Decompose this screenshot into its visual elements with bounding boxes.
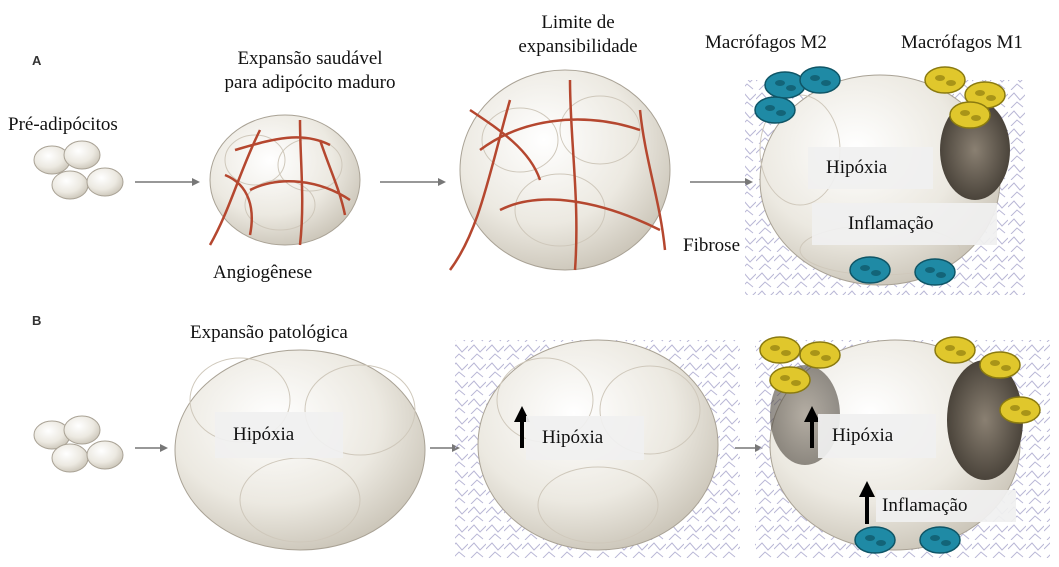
label-fibrosis: Fibrose [683, 235, 740, 257]
label-pathological-expansion: Expansão patológica [190, 322, 348, 344]
arrow-a1 [135, 178, 200, 186]
arrow-a2 [380, 178, 446, 186]
pre-adipocytes-a [34, 141, 123, 199]
arrow-b1 [135, 444, 168, 452]
label-box-hypoxia-b2: Hipóxia [526, 416, 644, 460]
pre-adipocytes-b [34, 416, 123, 472]
label-pre-adipocytes: Pré-adipócitos [8, 114, 118, 136]
label-box-inflammation-a: Inflamação [812, 203, 997, 245]
label-healthy-expansion-1: Expansão saudável [237, 48, 382, 70]
label-box-inflammation-b: Inflamação [876, 490, 1016, 522]
label-angiogenesis: Angiogênese [213, 262, 312, 284]
label-box-hypoxia-a: Hipóxia [808, 147, 933, 189]
healthy-adipocyte-cluster [210, 115, 360, 245]
label-macrophages-m1: Macrófagos M1 [901, 32, 1023, 54]
arrow-a3 [690, 178, 753, 186]
panel-label-b: B [32, 313, 41, 328]
label-macrophages-m2: Macrófagos M2 [705, 32, 827, 54]
label-box-hypoxia-b3: Hipóxia [818, 414, 936, 458]
label-limit-1: Limite de [541, 12, 614, 34]
label-healthy-expansion-2: para adipócito maduro [225, 72, 396, 94]
label-limit-2: expansibilidade [518, 36, 637, 58]
panel-label-a: A [32, 53, 41, 68]
limit-adipocyte-cluster [450, 70, 670, 270]
label-box-hypoxia-b1: Hipóxia [215, 412, 343, 458]
